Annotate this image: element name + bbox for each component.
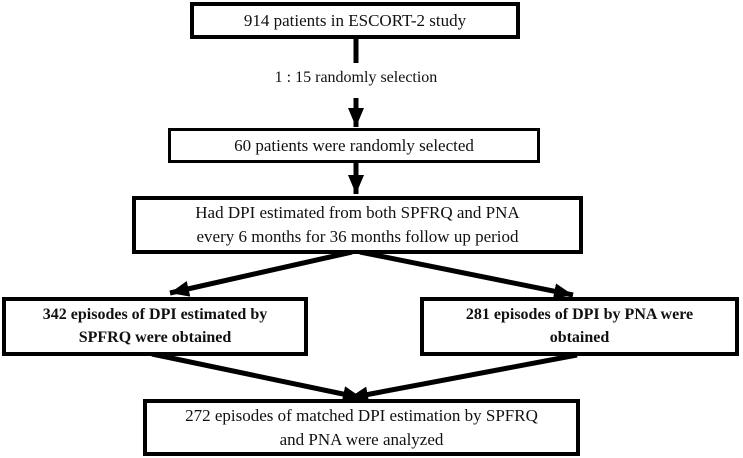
node-spfrq-label: 342 episodes of DPI estimated by SPFRQ w…	[42, 306, 268, 346]
arrow-pna-to-matched	[348, 352, 578, 403]
node-study-label: 914 patients in ESCORT-2 study	[243, 10, 467, 30]
node-randomly-selected: 60 patients were randomly selected	[168, 128, 540, 163]
node-selected-label: 60 patients were randomly selected	[234, 135, 474, 155]
node-pna-episodes: 281 episodes of DPI by PNA were obtained	[420, 297, 739, 356]
node-study-population: 914 patients in ESCORT-2 study	[190, 2, 520, 39]
node-estimated-label: Had DPI estimated from both SPFRQ and PN…	[195, 203, 520, 246]
edge-label-random-selection: 1 : 15 randomly selection	[274, 69, 438, 86]
node-matched-label: 272 episodes of matched DPI estimation b…	[185, 405, 538, 449]
arrow-spfrq-to-matched	[151, 351, 363, 402]
node-dpi-estimated: Had DPI estimated from both SPFRQ and PN…	[132, 196, 583, 254]
node-pna-label: 281 episodes of DPI by PNA were obtained	[465, 306, 694, 346]
arrow-estimated-to-pna	[359, 249, 574, 300]
arrow-estimated-to-spfrq	[169, 249, 353, 297]
node-spfrq-episodes: 342 episodes of DPI estimated by SPFRQ w…	[2, 297, 308, 356]
node-matched-analyzed: 272 episodes of matched DPI estimation b…	[143, 399, 580, 456]
